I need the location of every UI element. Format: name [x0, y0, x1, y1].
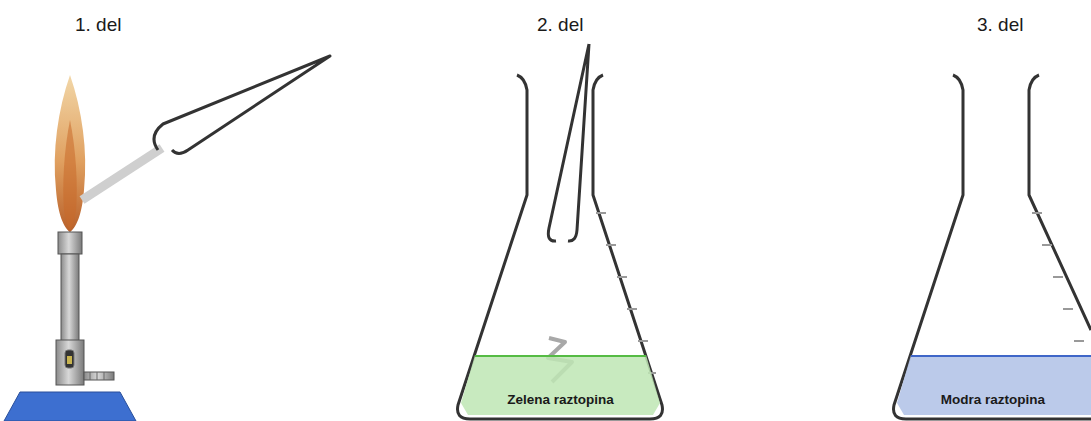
solution-liquid: Modra raztopina [895, 355, 1091, 417]
flame [55, 75, 85, 232]
liquid-shape [895, 355, 1091, 417]
bunsen-burner [4, 75, 136, 421]
liquid-shape [459, 355, 662, 417]
erlenmeyer-flask [458, 44, 663, 419]
solution-label: Modra raztopina [895, 392, 1091, 407]
crucible-tongs [548, 44, 589, 241]
part-label: 3. del [977, 14, 1023, 36]
erlenmeyer-flask [894, 75, 1091, 419]
crucible-tongs [82, 56, 330, 200]
solution-label: Zelena raztopina [459, 392, 662, 407]
part-label: 2. del [537, 14, 583, 36]
part-label: 1. del [75, 14, 121, 36]
solution-liquid: Zelena raztopina [459, 355, 662, 417]
